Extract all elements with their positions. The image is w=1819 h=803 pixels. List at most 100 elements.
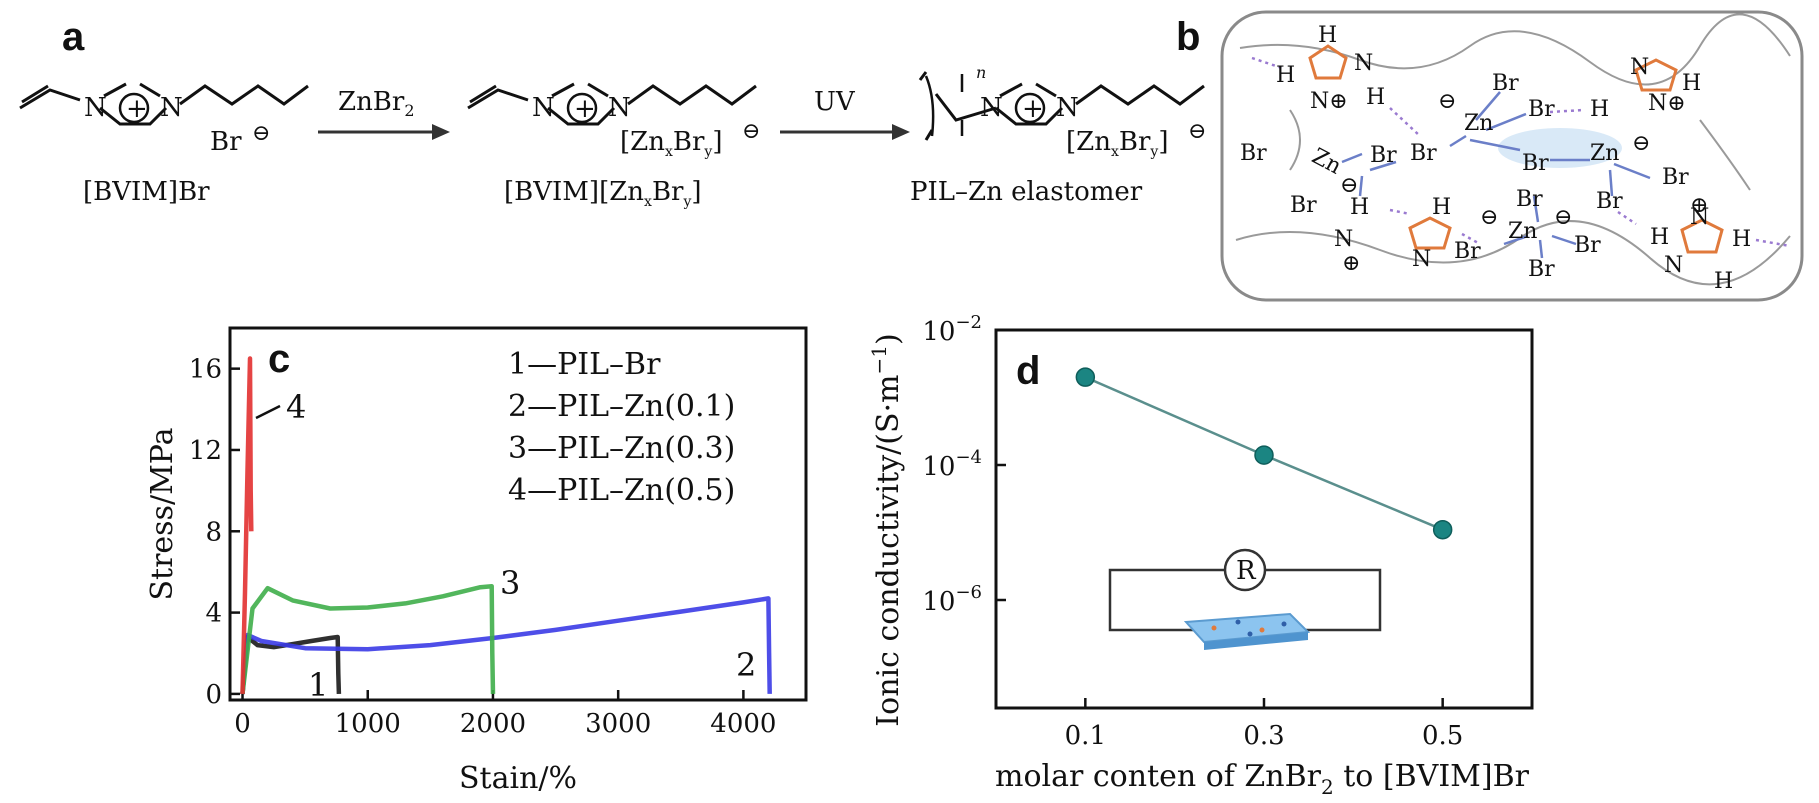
atom-n: N <box>1412 247 1431 272</box>
legend-entry-1: 1—PIL–Br <box>508 347 661 382</box>
legend-c: 1—PIL–Br 2—PIL–Zn(0.1) 3—PIL–Zn(0.3) 4—P… <box>508 347 735 508</box>
atom-n: N <box>608 93 631 123</box>
atom-minus: ⊖ <box>1438 89 1456 114</box>
atom-h: H <box>1318 23 1337 48</box>
reaction-arrow-2: UV <box>780 87 910 140</box>
atom-br: Br <box>1662 165 1689 190</box>
curve-series-3 <box>240 583 496 695</box>
imidazolium-ring <box>1634 58 1678 92</box>
atom-h: H <box>1650 225 1669 250</box>
panel-label-b: b <box>1176 15 1200 59</box>
y-axis-ticks-c: 0 4 8 12 16 <box>189 355 240 710</box>
conductivity-series <box>1075 367 1453 540</box>
plot-frame-c <box>228 326 808 702</box>
anion-charge: ⊖ <box>1188 119 1206 144</box>
atom-br: Br <box>1290 193 1317 218</box>
atom-zn: Zn <box>1590 141 1619 166</box>
atom-n: N <box>1630 55 1649 80</box>
panel-label-a: a <box>62 15 85 59</box>
x-tick-label: 0.3 <box>1243 721 1284 751</box>
panel-a: a + N N Br ⊖ [BVIM]Br ZnBr2 <box>19 15 1206 210</box>
y-tick-label: 16 <box>189 355 222 385</box>
atom-h: H <box>1682 71 1701 96</box>
y-tick-label: 0 <box>205 680 222 710</box>
atom-minus: ⊖ <box>1632 131 1650 156</box>
plot-frame-d <box>994 328 1534 710</box>
atom-n: N <box>1334 227 1353 252</box>
atom-br: Br <box>1522 151 1549 176</box>
x-axis-title-c: Stain/% <box>459 761 577 796</box>
x-tick-label: 4000 <box>710 709 776 739</box>
reagent-uv: UV <box>814 87 856 117</box>
curve-series-2 <box>240 596 772 695</box>
data-point <box>1432 519 1453 540</box>
zn-cluster-glow <box>1498 128 1622 168</box>
atom-plus: ⊕ <box>1342 251 1360 276</box>
legend-entry-4: 4—PIL–Zn(0.5) <box>508 473 735 508</box>
y-axis-title-d: Ionic conductivity/(S·m−1) <box>867 333 906 726</box>
zn-br-bonds <box>1341 91 1651 259</box>
atom-h: H <box>1732 227 1751 252</box>
atom-minus: ⊖ <box>1554 205 1572 230</box>
atom-br: Br <box>1410 141 1437 166</box>
data-point <box>1075 367 1096 387</box>
anion-znxbry: [ZnxBry] <box>620 127 723 160</box>
y-axis-title-c: Stress/MPa <box>145 427 180 600</box>
atom-br: Br <box>1454 239 1481 264</box>
panel-b: b <box>1176 10 1804 302</box>
resistor-symbol <box>1223 548 1267 592</box>
stress-strain-curves <box>240 356 772 695</box>
charge-plus: + <box>574 94 596 124</box>
charge-plus: + <box>126 94 148 124</box>
curve-labels-c: 4 1 2 3 <box>255 388 756 704</box>
legend-entry-2: 2—PIL–Zn(0.1) <box>508 389 735 424</box>
atom-n: N <box>1664 253 1683 278</box>
curve-series-4 <box>240 356 254 694</box>
reagent-znbr2: ZnBr2 <box>338 87 415 120</box>
polymer-n: n <box>976 63 986 82</box>
atom-n: N <box>1690 205 1709 230</box>
atom-n-plus: N⊕ <box>1310 89 1348 114</box>
anion-charge: ⊖ <box>252 121 270 146</box>
y-tick-label: 4 <box>205 599 222 629</box>
charge-plus: + <box>1022 94 1044 124</box>
curve-label-4: 4 <box>286 388 306 426</box>
atom-minus: ⊖ <box>1480 205 1498 230</box>
x-tick-label: 3000 <box>585 709 651 739</box>
x-axis-title-d: molar conten of ZnBr2 to [BVIM]Br <box>995 759 1530 799</box>
panel-label-c: c <box>268 337 290 381</box>
label-pil-zn-elastomer: PIL–Zn elastomer <box>910 177 1143 207</box>
reaction-arrow-1: ZnBr2 <box>318 87 450 140</box>
atom-n: N <box>160 93 183 123</box>
y-tick-label: 8 <box>205 517 222 547</box>
atom-zn: Zn <box>1508 219 1537 244</box>
atom-n: N <box>532 93 555 123</box>
atom-plus: ⊕ <box>1690 193 1708 218</box>
hydrogen-bonds <box>1251 56 1791 248</box>
legend-entry-3: 3—PIL–Zn(0.3) <box>508 431 735 466</box>
curve-series-1 <box>240 634 342 695</box>
atom-br: Br <box>1516 187 1543 212</box>
imidazolium-ring <box>1408 216 1452 250</box>
atom-n: N <box>1354 51 1373 76</box>
atom-n-plus: N⊕ <box>1648 91 1686 116</box>
atom-br: Br <box>1574 233 1601 258</box>
y-tick-label: 12 <box>189 436 222 466</box>
x-tick-label: 0 <box>234 709 251 739</box>
atom-br: Br <box>1596 189 1623 214</box>
network-atoms: H H N N⊕ H Br ⊖ Zn Br H N H N⊕ Br Br Zn … <box>1240 23 1751 294</box>
atom-h: H <box>1276 63 1295 88</box>
atom-h: H <box>1432 195 1451 220</box>
molecule-pil-zn: n + N N [ZnxBry] ⊖ PIL–Zn elastomer <box>910 63 1206 207</box>
sample-slab-edge <box>1204 632 1308 650</box>
atom-h: H <box>1366 85 1385 110</box>
atom-n: N <box>980 93 1003 123</box>
anion-br: Br <box>210 127 242 157</box>
molecule-bvim-znbr: + N N [ZnxBry] ⊖ [BVIM][ZnxBry] <box>467 82 760 210</box>
curve-label-1: 1 <box>308 666 328 704</box>
y-tick-label: 10−4 <box>922 447 982 482</box>
atom-br: Br <box>1528 97 1555 122</box>
